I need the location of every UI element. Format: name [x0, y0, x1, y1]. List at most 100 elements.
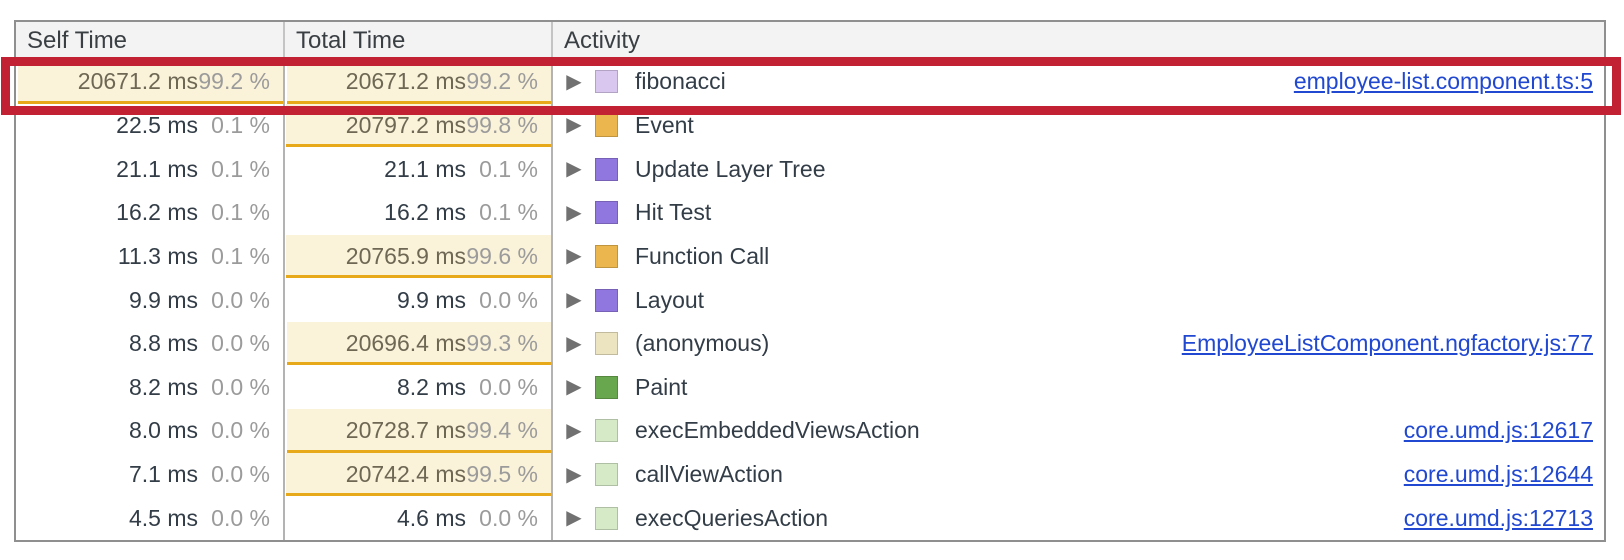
self-time-cell: 16.2 ms 0.1 %: [16, 190, 285, 235]
expand-arrow-icon[interactable]: ▶: [566, 158, 582, 181]
activity-cell: ▶ Layout: [553, 278, 1604, 322]
activity-label: Layout: [635, 286, 705, 313]
heat-bar: [18, 60, 283, 104]
activity-label: callViewAction: [635, 461, 783, 488]
source-location-link[interactable]: core.umd.js:12644: [1403, 461, 1593, 488]
activity-label: execQueriesAction: [635, 504, 829, 531]
table-row[interactable]: 20671.2 ms 99.2 % 20671.2 ms 99.2 % ▶ fi…: [16, 60, 1604, 104]
self-time-cell: 4.5 ms 0.0 %: [16, 496, 285, 541]
table-row[interactable]: 22.5 ms 0.1 % 20797.2 ms 99.8 % ▶ Event: [16, 103, 1604, 148]
self-time-cell: 7.1 ms 0.0 %: [16, 452, 285, 497]
category-swatch: [595, 157, 618, 181]
expand-arrow-icon[interactable]: ▶: [566, 114, 582, 137]
table-row[interactable]: 7.1 ms 0.0 % 20742.4 ms 99.5 % ▶ callVie…: [16, 452, 1604, 497]
total-time-cell: 20797.2 ms 99.8 %: [285, 103, 553, 148]
total-time-percent: 99.4 %: [466, 417, 538, 444]
expand-arrow-icon[interactable]: ▶: [566, 289, 582, 312]
table-row[interactable]: 16.2 ms 0.1 % 16.2 ms 0.1 % ▶ Hit Test: [16, 190, 1604, 235]
category-swatch: [595, 201, 618, 225]
column-header-total-time[interactable]: Total Time: [285, 22, 553, 59]
table-row[interactable]: 4.5 ms 0.0 % 4.6 ms 0.0 % ▶ execQueriesA…: [16, 496, 1604, 541]
activity-label: Hit Test: [635, 199, 712, 226]
expand-arrow-icon[interactable]: ▶: [566, 201, 582, 224]
activity-label: fibonacci: [635, 68, 726, 95]
column-header-self-time[interactable]: Self Time: [16, 22, 285, 59]
activity-cell: ▶ (anonymous) EmployeeListComponent.ngfa…: [553, 322, 1604, 366]
activity-cell: ▶ execEmbeddedViewsAction core.umd.js:12…: [553, 409, 1604, 453]
total-time-cell: 20742.4 ms 99.5 %: [285, 452, 553, 497]
self-time-cell: 8.2 ms 0.0 %: [16, 365, 285, 410]
total-time-value: 21.1 ms: [384, 155, 466, 182]
activity-cell: ▶ Function Call: [553, 235, 1604, 279]
self-time-value: 8.2 ms: [128, 373, 198, 400]
activity-cell: ▶ execQueriesAction core.umd.js:12713: [553, 496, 1604, 540]
self-time-percent: 0.1 %: [211, 111, 270, 138]
category-swatch: [595, 506, 618, 530]
expand-arrow-icon[interactable]: ▶: [566, 463, 582, 486]
self-time-cell: 8.8 ms 0.0 %: [16, 321, 285, 366]
total-time-value: 20728.7 ms: [345, 417, 466, 444]
activity-label: Paint: [635, 373, 688, 400]
table-row[interactable]: 8.0 ms 0.0 % 20728.7 ms 99.4 % ▶ execEmb…: [16, 409, 1604, 453]
self-time-value: 4.5 ms: [128, 504, 198, 531]
self-time-value: 16.2 ms: [116, 199, 198, 226]
self-time-percent: 0.0 %: [211, 373, 270, 400]
expand-arrow-icon[interactable]: ▶: [566, 376, 582, 399]
total-time-cell: 9.9 ms 0.0 %: [285, 278, 553, 322]
self-time-value: 8.0 ms: [128, 417, 198, 444]
expand-arrow-icon[interactable]: ▶: [566, 245, 582, 268]
heat-bar: [287, 60, 551, 104]
table-row[interactable]: 8.2 ms 0.0 % 8.2 ms 0.0 % ▶ Paint: [16, 365, 1604, 410]
self-time-cell: 8.0 ms 0.0 %: [16, 409, 285, 453]
expand-arrow-icon[interactable]: ▶: [566, 507, 582, 530]
table-row[interactable]: 9.9 ms 0.0 % 9.9 ms 0.0 % ▶ Layout: [16, 278, 1604, 322]
self-time-value: 11.3 ms: [117, 242, 198, 269]
activity-label: execEmbeddedViewsAction: [635, 417, 920, 444]
expand-arrow-icon[interactable]: ▶: [566, 70, 582, 93]
total-time-value: 20696.4 ms: [345, 330, 466, 357]
self-time-value: 22.5 ms: [116, 111, 198, 138]
activity-label: (anonymous): [635, 330, 770, 357]
category-swatch: [595, 375, 618, 399]
total-time-cell: 21.1 ms 0.1 %: [285, 147, 553, 191]
total-time-value: 8.2 ms: [396, 373, 466, 400]
total-time-cell: 20765.9 ms 99.6 %: [285, 234, 553, 279]
total-time-percent: 99.3 %: [466, 330, 538, 357]
self-time-percent: 0.1 %: [211, 199, 270, 226]
expand-arrow-icon[interactable]: ▶: [566, 332, 582, 355]
self-time-value: 20671.2 ms: [77, 68, 198, 95]
self-time-percent: 0.0 %: [211, 504, 270, 531]
source-location-link[interactable]: core.umd.js:12713: [1403, 504, 1593, 531]
activity-label: Event: [635, 111, 694, 138]
category-swatch: [595, 113, 618, 137]
total-time-value: 20671.2 ms: [345, 68, 466, 95]
total-time-cell: 4.6 ms 0.0 %: [285, 496, 553, 541]
category-swatch: [595, 463, 618, 487]
column-header-activity[interactable]: Activity: [564, 26, 641, 54]
table-row[interactable]: 21.1 ms 0.1 % 21.1 ms 0.1 % ▶ Update Lay…: [16, 147, 1604, 191]
activity-label: Function Call: [635, 242, 770, 269]
table-row[interactable]: 8.8 ms 0.0 % 20696.4 ms 99.3 % ▶ (anonym…: [16, 321, 1604, 366]
category-swatch: [595, 70, 618, 94]
category-swatch: [595, 332, 618, 356]
activity-cell: ▶ fibonacci employee-list.component.ts:5: [553, 60, 1604, 104]
source-location-link[interactable]: EmployeeListComponent.ngfactory.js:77: [1181, 330, 1593, 357]
total-time-value: 20742.4 ms: [345, 461, 466, 488]
total-time-value: 9.9 ms: [396, 286, 466, 313]
self-time-percent: 0.0 %: [211, 330, 270, 357]
total-time-percent: 0.1 %: [479, 199, 538, 226]
grid-body: 20671.2 ms 99.2 % 20671.2 ms 99.2 % ▶ fi…: [16, 60, 1604, 541]
self-time-percent: 99.2 %: [198, 68, 270, 95]
total-time-cell: 16.2 ms 0.1 %: [285, 190, 553, 235]
total-time-cell: 8.2 ms 0.0 %: [285, 365, 553, 410]
source-location-link[interactable]: core.umd.js:12617: [1403, 417, 1593, 444]
activity-cell: ▶ callViewAction core.umd.js:12644: [553, 453, 1604, 497]
self-time-value: 21.1 ms: [116, 155, 198, 182]
self-time-value: 9.9 ms: [128, 286, 198, 313]
source-location-link[interactable]: employee-list.component.ts:5: [1293, 68, 1593, 95]
total-time-percent: 0.0 %: [479, 504, 538, 531]
total-time-value: 20765.9 ms: [345, 242, 466, 269]
table-row[interactable]: 11.3 ms 0.1 % 20765.9 ms 99.6 % ▶ Functi…: [16, 234, 1604, 279]
total-time-percent: 0.1 %: [479, 155, 538, 182]
expand-arrow-icon[interactable]: ▶: [566, 419, 582, 442]
